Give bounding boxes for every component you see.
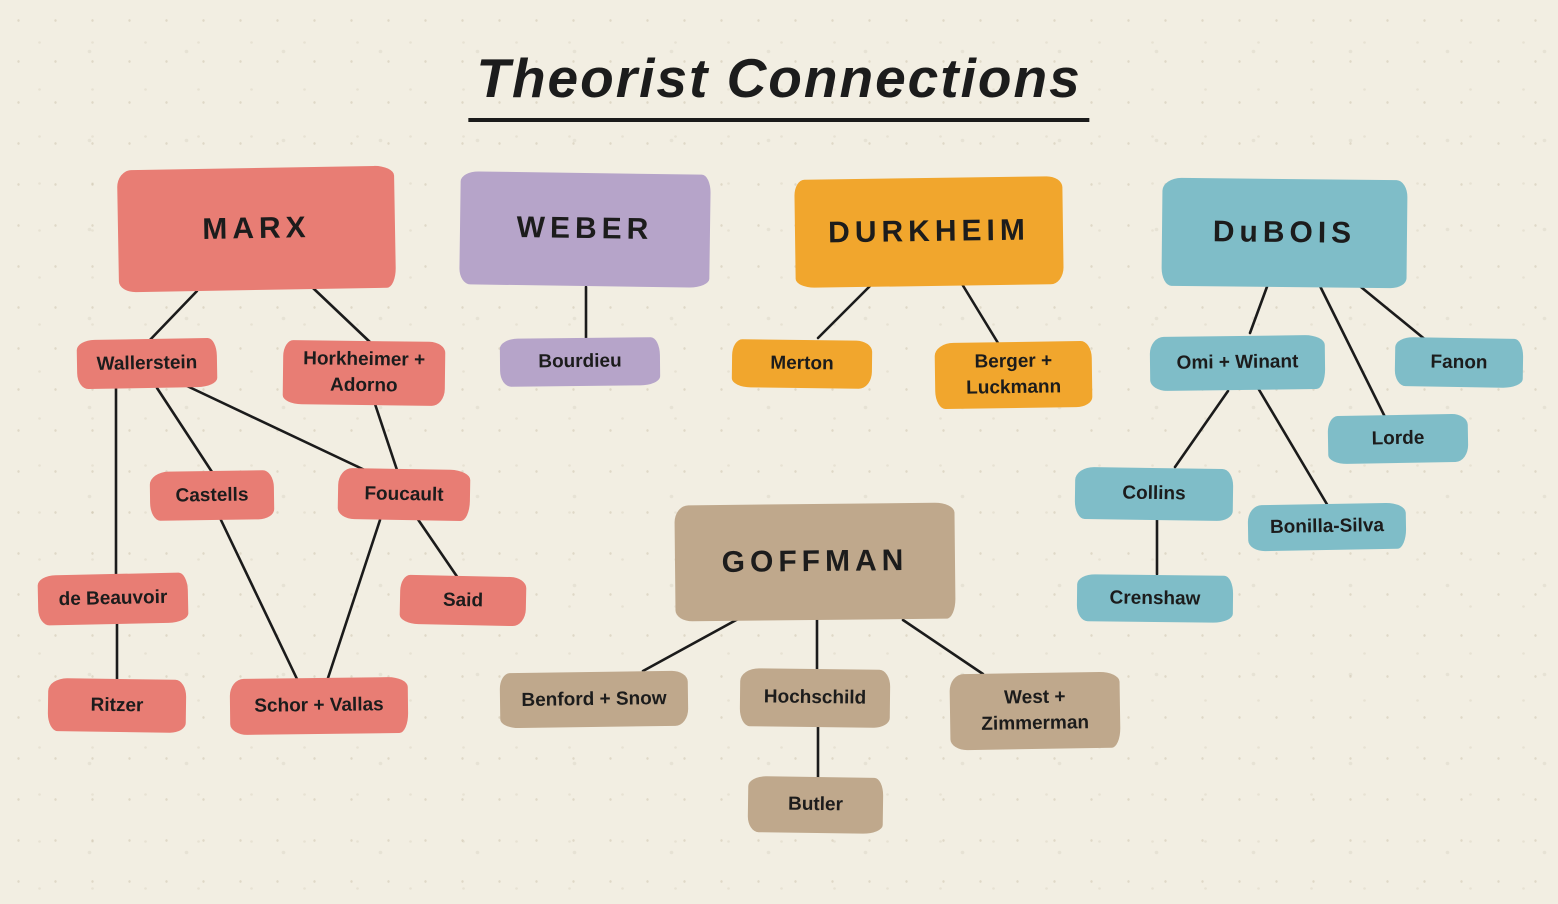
node-goffman: GOFFMAN <box>674 502 956 622</box>
edge-omi-winant-collins <box>1173 389 1230 469</box>
node-de-beauvoir-label: de Beauvoir <box>58 587 168 611</box>
node-marx-label: MARX <box>202 210 311 246</box>
node-durkheim-label: DURKHEIM <box>827 213 1031 250</box>
node-horkheimer-adorno-label: Horkheimer + Adorno <box>303 348 426 397</box>
edge-marx-wallerstein <box>146 289 199 344</box>
node-west-zimmerman-label: West + Zimmerman <box>981 686 1090 735</box>
edge-goffman-benford-snow <box>641 617 740 673</box>
node-horkheimer-adorno: Horkheimer + Adorno <box>282 340 446 406</box>
node-butler-label: Butler <box>787 793 844 816</box>
node-durkheim: DURKHEIM <box>794 176 1064 288</box>
node-castells: Castells <box>149 470 275 521</box>
node-wallerstein-label: Wallerstein <box>96 351 198 375</box>
node-goffman-label: GOFFMAN <box>721 543 909 579</box>
node-de-beauvoir: de Beauvoir <box>37 572 189 626</box>
node-lorde-label: Lorde <box>1371 427 1425 450</box>
node-butler: Butler <box>747 776 884 834</box>
node-bourdieu-label: Bourdieu <box>538 350 622 373</box>
edge-durkheim-merton <box>816 284 872 340</box>
node-weber: WEBER <box>459 171 711 288</box>
node-omi-winant: Omi + Winant <box>1149 334 1326 392</box>
edge-durkheim-berger-luckmann <box>960 282 1000 345</box>
node-weber-label: WEBER <box>516 211 654 247</box>
edge-foucault-said <box>415 516 460 580</box>
node-bonilla-silva: Bonilla-Silva <box>1247 502 1407 552</box>
edge-dubois-omi-winant <box>1248 282 1270 335</box>
edge-wallerstein-castells <box>155 386 214 474</box>
node-merton: Merton <box>731 339 873 389</box>
node-crenshaw: Crenshaw <box>1076 574 1234 623</box>
node-schor-vallas-label: Schor + Vallas <box>254 694 384 717</box>
node-benford-snow-label: Benford + Snow <box>521 687 667 711</box>
node-fanon-label: Fanon <box>1430 351 1488 374</box>
node-collins: Collins <box>1074 466 1234 522</box>
node-castells-label: Castells <box>175 484 249 507</box>
node-merton-label: Merton <box>770 352 834 375</box>
edge-omi-winant-bonilla-silva <box>1256 386 1330 508</box>
node-wallerstein: Wallerstein <box>76 337 218 390</box>
node-ritzer: Ritzer <box>47 678 187 733</box>
edge-horkheimer-adorno-foucault <box>373 402 399 472</box>
node-lorde: Lorde <box>1327 413 1469 465</box>
node-berger-luckmann-label: Berger + Luckmann <box>966 350 1062 399</box>
node-hochschild: Hochschild <box>739 668 891 728</box>
node-foucault-label: Foucault <box>364 482 444 506</box>
node-berger-luckmann: Berger + Luckmann <box>934 340 1093 410</box>
node-collins-label: Collins <box>1122 482 1186 505</box>
node-schor-vallas: Schor + Vallas <box>229 676 409 736</box>
node-dubois: DuBOIS <box>1161 177 1408 289</box>
edge-marx-horkheimer-adorno <box>311 286 374 346</box>
page-title: Theorist Connections <box>468 46 1090 122</box>
node-bourdieu: Bourdieu <box>499 337 661 387</box>
node-omi-winant-label: Omi + Winant <box>1176 351 1299 374</box>
node-fanon: Fanon <box>1394 336 1524 389</box>
node-ritzer-label: Ritzer <box>90 694 144 717</box>
edge-castells-schor-vallas <box>218 516 299 681</box>
node-west-zimmerman: West + Zimmerman <box>949 671 1121 751</box>
node-benford-snow: Benford + Snow <box>499 670 689 729</box>
node-said-label: Said <box>442 589 484 612</box>
node-bonilla-silva-label: Bonilla-Silva <box>1269 515 1385 539</box>
edge-goffman-west-zimmerman <box>901 618 985 676</box>
edge-dubois-fanon <box>1348 276 1429 343</box>
edge-dubois-lorde <box>1315 278 1387 419</box>
node-crenshaw-label: Crenshaw <box>1109 587 1201 610</box>
node-said: Said <box>399 574 527 627</box>
node-foucault: Foucault <box>337 467 471 522</box>
node-hochschild-label: Hochschild <box>763 686 867 709</box>
edge-wallerstein-foucault <box>185 384 373 475</box>
node-dubois-label: DuBOIS <box>1212 215 1357 250</box>
edge-foucault-schor-vallas <box>326 518 382 680</box>
node-marx: MARX <box>116 165 397 293</box>
